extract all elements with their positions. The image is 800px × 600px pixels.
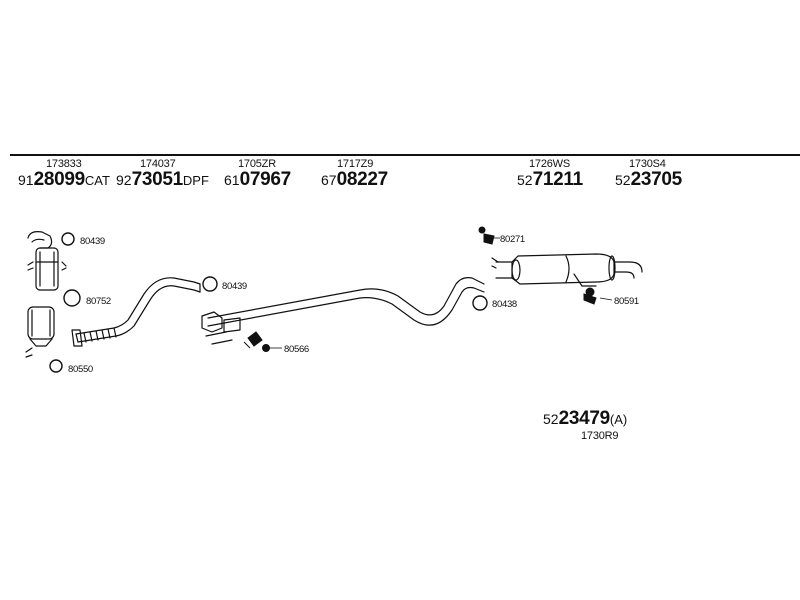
dpf-drawing	[25, 306, 55, 358]
bracket-80566	[243, 331, 270, 352]
clamp-label: 80439	[80, 236, 105, 247]
clamp-80439-left	[61, 232, 75, 246]
clamp-80550	[49, 359, 63, 373]
middle-pipe-drawing	[201, 277, 485, 345]
hanger-label: 80591	[614, 296, 639, 307]
header-middle-pipe: 1717Z9 6708227	[321, 158, 388, 191]
oem-number: 1730R9	[581, 430, 619, 442]
part-number: 9273051DPF	[116, 169, 209, 190]
oem-number: 1717Z9	[337, 158, 374, 170]
front-pipe-drawing	[71, 277, 201, 347]
oem-number: 1730S4	[629, 158, 666, 170]
clamp-80438	[472, 295, 488, 311]
clamp-label: 80438	[492, 299, 517, 310]
rear-silencer-drawing	[491, 253, 643, 287]
part-number: 6708227	[321, 169, 388, 190]
header-rear-silencer: 1726WS 5271211	[517, 158, 583, 191]
oem-number: 174037	[140, 158, 176, 170]
catalytic-converter-drawing	[27, 231, 67, 291]
hanger-label: 80271	[500, 234, 525, 245]
clamp-80439-mid	[202, 276, 218, 292]
oem-number: 1705ZR	[238, 158, 276, 170]
hanger-80271	[478, 226, 495, 245]
header-rule	[10, 154, 800, 156]
part-number: 9128099CAT	[18, 169, 110, 190]
hanger-80591	[583, 287, 597, 305]
part-number: 6107967	[224, 169, 291, 190]
header-dpf: 174037 9273051DPF	[116, 158, 209, 191]
header-front-pipe: 1705ZR 6107967	[224, 158, 291, 191]
part-number: 5271211	[517, 169, 583, 190]
clamp-label: 80752	[86, 296, 111, 307]
kit-number: 5223479(A) 1730R9	[543, 408, 628, 443]
oem-number: 173833	[46, 158, 82, 170]
clamp-label: 80550	[68, 364, 93, 375]
bracket-label: 80566	[284, 344, 309, 355]
oem-number: 1726WS	[529, 158, 570, 170]
header-catalytic-converter: 173833 9128099CAT	[18, 158, 110, 191]
clamp-80752	[63, 289, 81, 307]
part-number: 5223705	[615, 169, 682, 190]
header-tail-section: 1730S4 5223705	[615, 158, 682, 191]
clamp-label: 80439	[222, 281, 247, 292]
part-number: 5223479(A)	[543, 408, 628, 429]
